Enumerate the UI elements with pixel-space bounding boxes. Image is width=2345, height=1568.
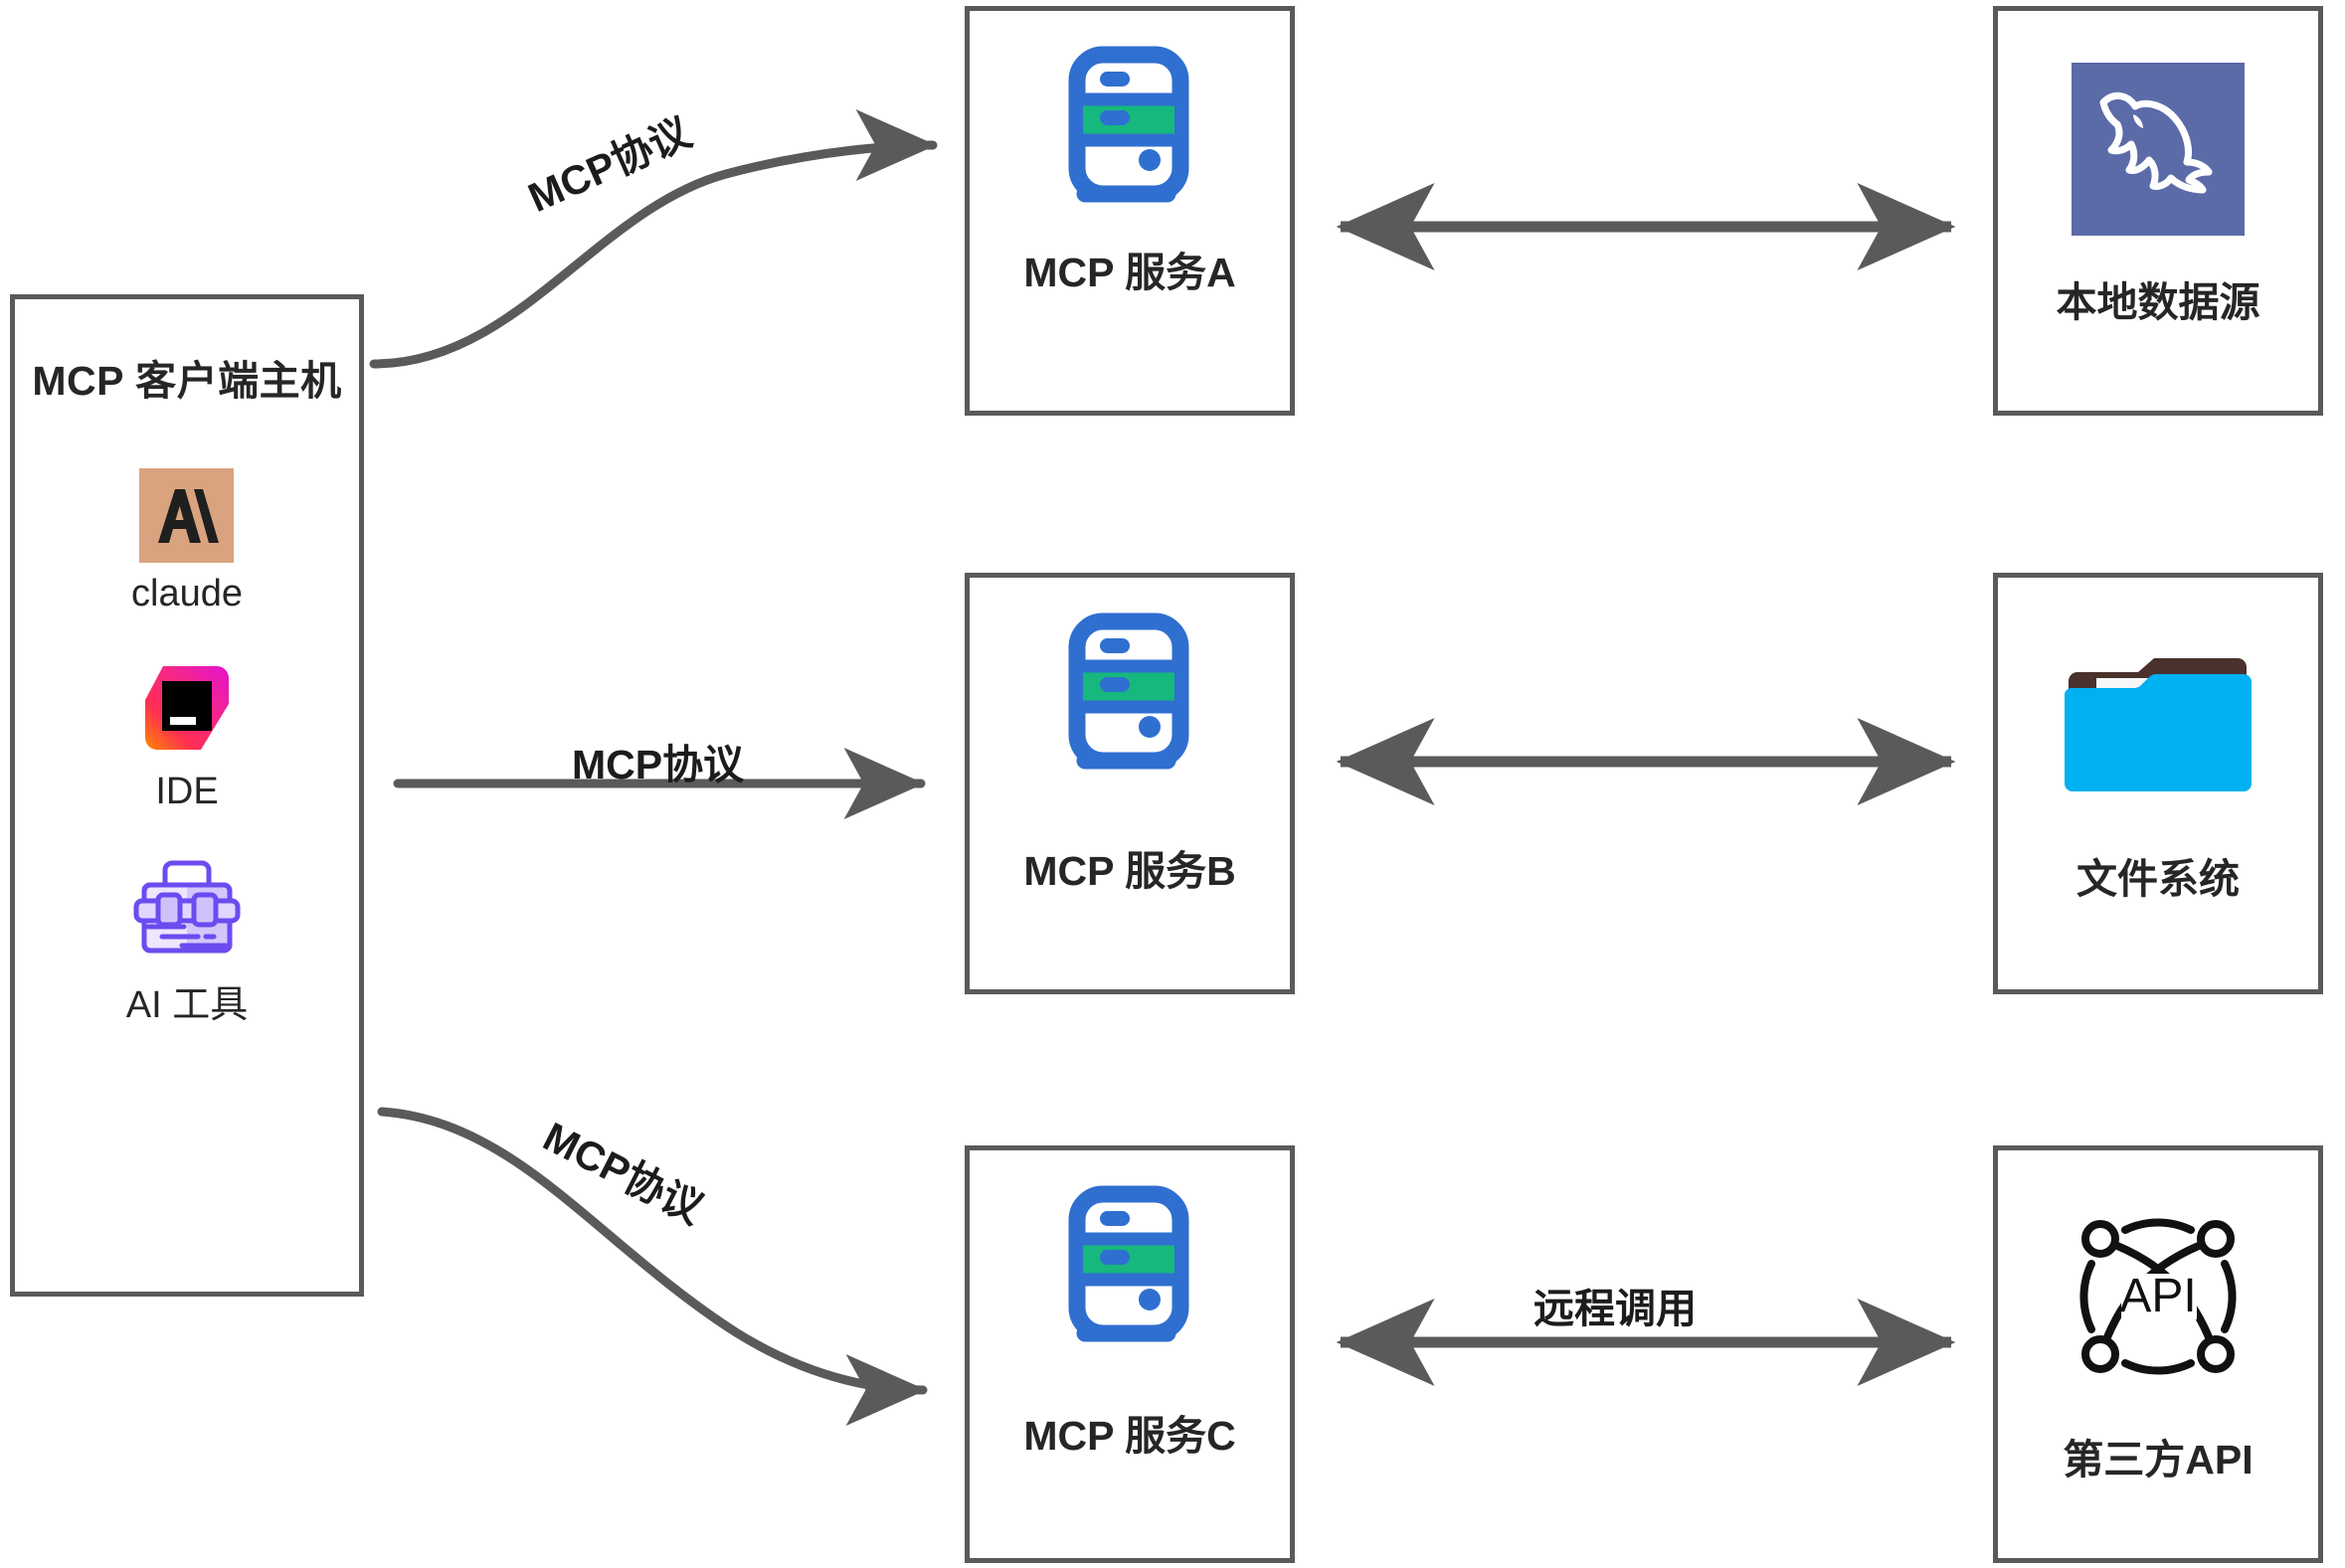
client-item-label-ai-tools: AI 工具 (125, 984, 249, 1026)
client-item-label-ide: IDE (155, 771, 219, 812)
client-item-ide[interactable]: IDE (139, 660, 235, 813)
server-rack-icon (1055, 45, 1204, 219)
local-data-source-label: 本地数据源 (2056, 279, 2260, 325)
open-folder-icon (2061, 651, 2255, 805)
jetbrains-ide-icon (139, 660, 235, 761)
client-item-label-claude: claude (131, 573, 243, 614)
mcp-server-b-box[interactable]: MCP 服务B (965, 573, 1295, 994)
third-party-api-box[interactable]: API 第三方API (1993, 1145, 2323, 1563)
edge-label-remote-call: 远程调用 (1533, 1286, 1697, 1331)
mcp-server-a-box[interactable]: MCP 服务A (965, 6, 1295, 416)
edge-label-mcp-protocol-a: MCP协议 (521, 108, 698, 222)
mysql-dolphin-icon (2072, 63, 2245, 241)
api-network-icon: API (2070, 1208, 2247, 1390)
svg-text:API: API (2119, 1270, 2196, 1322)
client-host-title: MCP 客户端主机 (32, 358, 342, 404)
claude-logo-icon (139, 468, 235, 563)
mcp-server-a-label: MCP 服务A (1023, 250, 1236, 295)
third-party-api-label: 第三方API (2063, 1437, 2254, 1482)
server-rack-icon (1055, 611, 1204, 785)
local-data-source-box[interactable]: 本地数据源 (1993, 6, 2323, 416)
filesystem-box[interactable]: 文件系统 (1993, 573, 2323, 994)
edge-label-mcp-protocol-b: MCP协议 (572, 742, 745, 787)
server-rack-icon (1055, 1184, 1204, 1358)
filesystem-label: 文件系统 (2076, 856, 2240, 902)
toolbox-icon (132, 857, 242, 963)
mcp-server-c-label: MCP 服务C (1023, 1413, 1236, 1459)
mcp-server-b-label: MCP 服务B (1023, 848, 1236, 894)
edge-client-to-server-a (369, 109, 938, 369)
mcp-server-c-box[interactable]: MCP 服务C (965, 1145, 1295, 1563)
client-host-box[interactable]: MCP 客户端主机 claude (10, 294, 364, 1297)
client-item-claude[interactable]: claude (131, 468, 243, 615)
edge-label-mcp-protocol-c: MCP协议 (536, 1113, 711, 1233)
client-item-ai-tools[interactable]: AI 工具 (126, 857, 248, 1028)
